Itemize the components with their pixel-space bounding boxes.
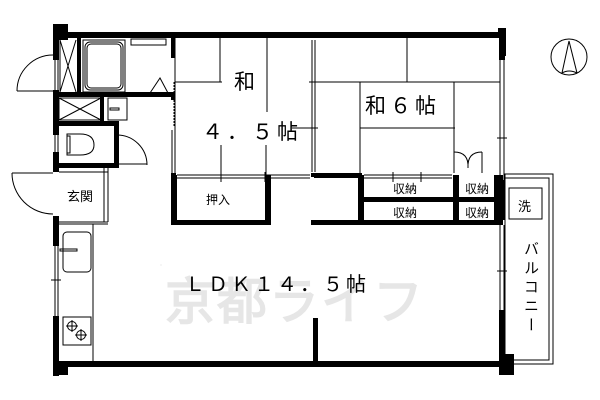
partition-lines (59, 38, 500, 362)
cabinet-cross-icon (58, 39, 128, 121)
storage-label-2: 収納 (465, 182, 490, 196)
sink-icon (59, 231, 92, 273)
room-washitsu-small-name: 和 (234, 70, 259, 94)
washing-area-hall (130, 38, 169, 94)
entrance-label: 玄関 (67, 190, 94, 205)
door-swings (11, 54, 483, 215)
windows (51, 58, 507, 316)
room-washitsu-small-size: ４．５帖 (202, 120, 302, 144)
interior-walls (53, 38, 503, 364)
balcony-label: バルコニー (522, 241, 540, 336)
storage-label-4: 収納 (465, 206, 490, 220)
balcony-outline (504, 173, 554, 365)
watermark: 京都ライフ (165, 273, 425, 331)
room-washitsu-large-label: 和６帖 (365, 94, 440, 118)
storage-label-1: 収納 (393, 182, 418, 196)
toilet-icon (66, 133, 95, 156)
stove-icon (62, 316, 92, 346)
bathtub-icon (82, 39, 126, 93)
storage-label-3: 収納 (393, 206, 418, 220)
oshiire-label: 押入 (206, 193, 231, 207)
compass-icon (550, 38, 588, 76)
room-ldk-label: ＬＤＫ１４．５帖 (185, 272, 369, 296)
washer-label: 洗 (518, 200, 532, 215)
